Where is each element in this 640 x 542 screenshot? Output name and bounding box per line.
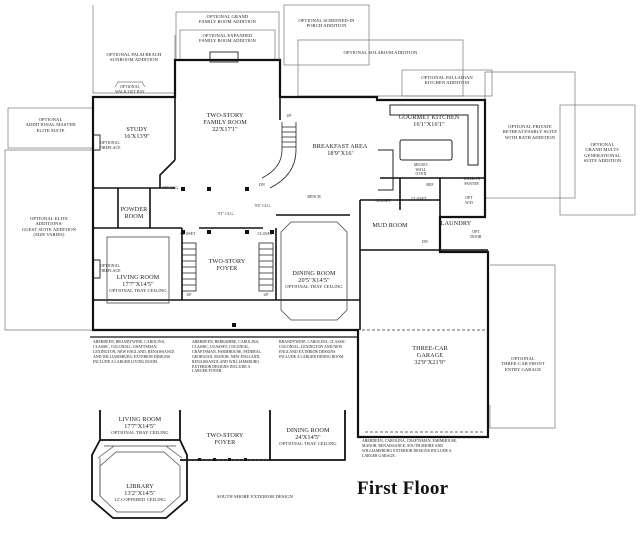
opt-door-label: OPT DOOR xyxy=(470,230,482,239)
palm-beach-outline xyxy=(92,5,176,94)
closet-label-1: CLOSET xyxy=(411,197,427,201)
bench-label: BENCH xyxy=(307,195,321,199)
foyer-label: TWO-STORY FOYER xyxy=(208,258,246,272)
closet-label-2: CLOSET xyxy=(180,232,196,236)
foyer-stairs xyxy=(181,242,274,292)
opt-wd-label: OPT W/D xyxy=(465,196,473,205)
stair-down-label-1: DN xyxy=(259,183,265,187)
foyer-note: ABERDEEN, BERKSHIRE, CAROLINA, CLASSIC, … xyxy=(192,340,262,374)
powder-label: POWDER ROOM xyxy=(120,206,148,220)
study-fireplace-label: OPTIONAL FIREPLACE xyxy=(99,141,121,150)
study-fireplace xyxy=(93,134,101,151)
living-tray-outline xyxy=(106,236,170,304)
stair-up-label-2: UP xyxy=(186,293,192,297)
dining-tray-outline xyxy=(280,221,348,321)
living-room-note: ABERDEEN, BRANDYWINE, CAROLINA, CLASSIC,… xyxy=(93,340,175,364)
grand-family-label: OPTIONAL GRAND FAMILY ROOM ADDITION xyxy=(199,14,256,25)
walkout-bay-label: OPTIONAL WALK-OUT BAY xyxy=(115,85,145,94)
ceiling-label-3: 9'1" CLG. xyxy=(217,212,235,216)
living-fireplace xyxy=(93,259,101,279)
family-fireplace xyxy=(209,51,239,63)
master-elite-label: OPTIONAL ADDITIONAL MASTER ELITE SUITE xyxy=(25,117,76,133)
exterior-walls xyxy=(91,58,490,439)
closet-label-3: CLOSET xyxy=(257,232,273,236)
stair-up-label-1: UP xyxy=(286,114,292,118)
columns xyxy=(181,187,274,327)
solarium-outline xyxy=(297,39,464,97)
kitchen-counters xyxy=(378,104,479,191)
expanded-family-label: OPTIONAL EXPANDED FAMILY ROOM ADDITION xyxy=(199,33,256,44)
elite-additions-label: OPTIONAL ELITE ADDITIONS/ GUEST SUITE AD… xyxy=(21,216,77,238)
living-fireplace-label: OPTIONAL FIREPLACE xyxy=(99,264,121,273)
south-shore-inset xyxy=(91,410,346,519)
rear-staircase xyxy=(261,122,297,189)
garage-note: ABERDEEN, CAROLINA, CRAFTSMAN, FARMHOUSE… xyxy=(362,439,458,458)
mud-room-label: MUD ROOM xyxy=(372,222,408,229)
stair-up-label-3: UP xyxy=(263,293,269,297)
south-foyer-label: TWO-STORY FOYER xyxy=(206,432,244,446)
private-retreat-label: OPTIONAL PRIVATE RETREAT/FAMILY SUITE WI… xyxy=(502,124,558,140)
stair-down-label-2: DN xyxy=(422,240,428,244)
multigen-outline xyxy=(559,104,636,216)
palladian-label: OPTIONAL PALLADIAN KITCHEN ADDITION xyxy=(421,75,473,86)
front-garage-outline xyxy=(489,264,556,429)
front-garage-label: OPTIONAL THREE-CAR FRONT ENTRY GARAGE xyxy=(501,356,545,372)
multigen-label: OPTIONAL GRAND MULTI- GENERATIONAL SUITE… xyxy=(583,142,622,164)
walk-in-label: WALK-IN PANTRY xyxy=(463,177,481,186)
ceiling-label-1: 9'6" CLG. xyxy=(162,186,180,190)
page-title: First Floor xyxy=(357,478,449,499)
ceiling-label-2: 9'6" CLG. xyxy=(254,204,272,208)
elite-additions-outline xyxy=(4,149,93,331)
palm-beach-label: OPTIONAL PALM BEACH SUNROOM ADDITION xyxy=(106,52,162,63)
screened-porch-outline xyxy=(283,4,370,66)
screened-porch-label: OPTIONAL SCREENED-IN PORCH ADDITION xyxy=(298,18,355,29)
dining-room-note: BRANDYWINE, CAROLINA, CLASSIC COLONIAL, … xyxy=(279,340,346,359)
palladian-outline xyxy=(401,69,493,97)
solarium-label: OPTIONAL SOLARIUM ADDITION xyxy=(343,50,418,55)
ref-label: REF xyxy=(426,183,434,187)
closet-label-4: CLOSET xyxy=(375,199,391,203)
micro-label: MICRO/ WALL OVEN xyxy=(413,163,429,177)
south-shore-caption: SOUTH SHORE EXTERIOR DESIGN xyxy=(216,494,294,499)
walkout-bay xyxy=(114,81,146,88)
laundry-label: LAUNDRY xyxy=(440,220,472,227)
